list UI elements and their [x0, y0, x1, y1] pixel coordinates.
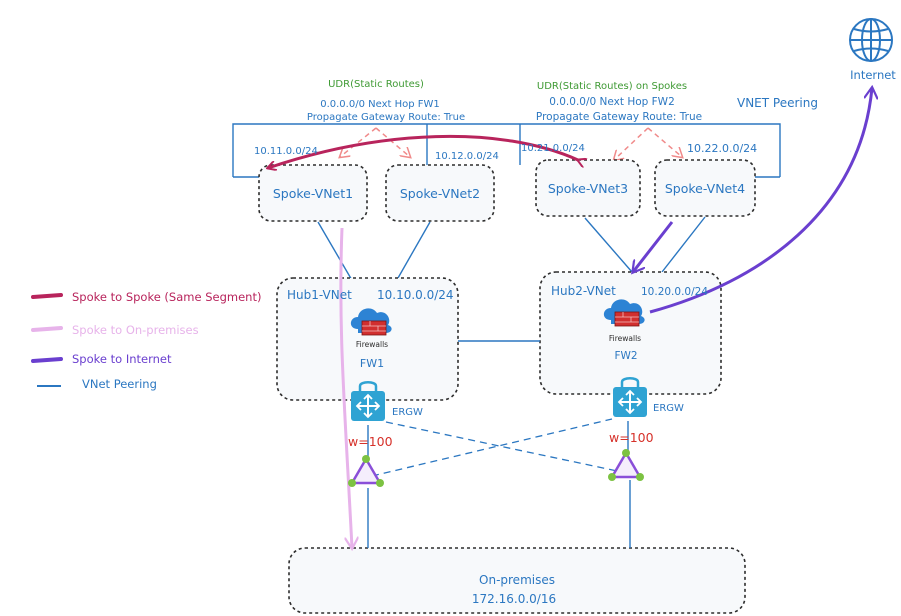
- globe-icon: [849, 18, 893, 62]
- udr-left-line2: Propagate Gateway Route: True: [307, 112, 465, 123]
- vnet-peering-label: VNET Peering: [737, 96, 818, 110]
- spoke-vnet4-name: Spoke-VNet4: [665, 181, 745, 196]
- hub2-vnet-box: [539, 271, 722, 395]
- gateway-icon: [613, 377, 647, 417]
- hub1-fw-name: FW1: [360, 357, 384, 370]
- spoke-to-onprem-arrow: [339, 227, 352, 548]
- spoke-hub-peering: [317, 216, 706, 283]
- spoke-vnet3-name: Spoke-VNet3: [548, 181, 628, 196]
- hub2-cidr: 10.20.0.0/24: [641, 286, 708, 298]
- hub2-fw-name: FW2: [614, 350, 637, 362]
- legend-label-spoke-to-onprem: Spoke to On-premises: [72, 323, 199, 337]
- firewall-icon: [350, 308, 392, 336]
- legend-swatch-spoke-to-internet: [31, 357, 63, 363]
- hub2-gw-name: ERGW: [653, 403, 684, 414]
- hub1-vnet-box: [276, 277, 459, 401]
- spoke-vnet4-box: [654, 159, 756, 217]
- hub1-cidr: 10.10.0.0/24: [377, 288, 454, 302]
- spoke-vnet4-cidr: 10.22.0.0/24: [687, 142, 757, 155]
- circuit-onprem-links: [367, 480, 631, 548]
- udr-left-line1: 0.0.0.0/0 Next Hop FW1: [320, 99, 440, 110]
- hub2-fw-caption: Firewalls: [609, 334, 641, 343]
- spoke-vnet1-cidr: 10.11.0.0/24: [254, 146, 318, 157]
- spoke-vnet1-name: Spoke-VNet1: [273, 186, 353, 201]
- legend-swatch-spoke-to-spoke: [31, 293, 63, 299]
- circuit-icon: [348, 455, 384, 487]
- fw2-to-internet-arrow: [649, 88, 872, 314]
- legend-swatch-spoke-to-onprem: [31, 326, 63, 332]
- hub1-name: Hub1-VNet: [287, 288, 352, 302]
- hub2-weight: w=100: [609, 430, 654, 445]
- circuit-icon: [608, 449, 644, 481]
- udr-arrows: [340, 127, 682, 160]
- udr-right-line1: 0.0.0.0/0 Next Hop FW2: [549, 96, 675, 108]
- spoke3-to-hub2-internet-arrow: [633, 221, 674, 272]
- udr-left-title: UDR(Static Routes): [328, 79, 424, 90]
- spoke-vnet3-cidr: 10.21.0.0/24: [521, 143, 585, 154]
- spoke-vnet3-box: [535, 159, 641, 217]
- onprem-cidr: 172.16.0.0/16: [472, 592, 556, 606]
- hub1-fw-caption: Firewalls: [356, 340, 388, 349]
- spoke-vnet2-cidr: 10.12.0.0/24: [435, 151, 499, 162]
- udr-right-line2: Propagate Gateway Route: True: [536, 111, 702, 123]
- onprem-box: [288, 547, 746, 614]
- spoke-to-spoke-arrow: [268, 134, 578, 168]
- gateway-links: [367, 421, 629, 462]
- hub1-gw-name: ERGW: [392, 407, 423, 418]
- legend: Spoke to Spoke (Same Segment) Spoke to O…: [31, 290, 261, 391]
- gateway-icon: [351, 381, 385, 421]
- hub2-name: Hub2-VNet: [551, 284, 616, 298]
- expressroute-links: [371, 418, 623, 477]
- internet-label: Internet: [850, 68, 896, 82]
- legend-label-vnet-peering: VNet Peering: [82, 377, 157, 391]
- onprem-name: On-premises: [479, 573, 555, 587]
- legend-label-spoke-to-internet: Spoke to Internet: [72, 352, 172, 366]
- legend-label-spoke-to-spoke: Spoke to Spoke (Same Segment): [72, 290, 261, 304]
- hub1-weight: w=100: [348, 434, 393, 449]
- spoke-vnet2-name: Spoke-VNet2: [400, 186, 480, 201]
- udr-right-title: UDR(Static Routes) on Spokes: [537, 81, 687, 92]
- firewall-icon: [603, 299, 645, 327]
